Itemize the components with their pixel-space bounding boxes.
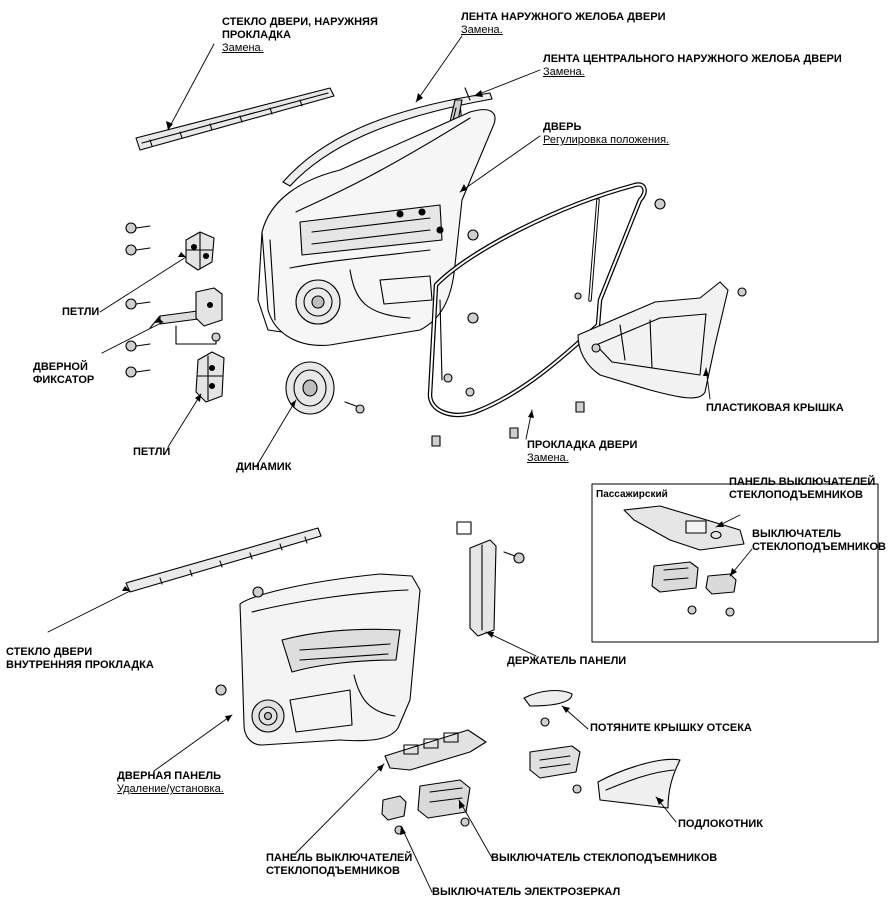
label-line: СТЕКЛОПОДЪЕМНИКОВ [729, 489, 863, 501]
label-action: Замена. [222, 42, 264, 54]
switch-panel-part [384, 729, 487, 771]
label-line: ПРОКЛАДКА [222, 29, 291, 41]
label-center-channel: ЛЕНТА ЦЕНТРАЛЬНОГО НАРУЖНОГО ЖЕЛОБА ДВЕР… [543, 53, 842, 79]
label-line: ЛЕНТА НАРУЖНОГО ЖЕЛОБА ДВЕРИ [461, 11, 666, 23]
label-line: ФИКСАТОР [33, 374, 95, 386]
label-line: ПРОКЛАДКА ДВЕРИ [527, 439, 638, 451]
label-line: СТЕКЛО ДВЕРИ [6, 646, 93, 658]
mirror-switch-part [381, 795, 407, 821]
label-door-stop: ДВЕРНОЙ ФИКСАТОР [33, 361, 94, 387]
armrest-part [597, 758, 681, 809]
door-seal-part [427, 182, 647, 418]
label-hinges-lower: ПЕТЛИ [133, 446, 171, 458]
label-line: СТЕКЛОПОДЪЕМНИКОВ [752, 541, 886, 553]
label-line: СТЕКЛО ДВЕРИ, НАРУЖНЯЯ [222, 16, 378, 28]
label-outer-channel: ЛЕНТА НАРУЖНОГО ЖЕЛОБА ДВЕРИ Замена. [461, 11, 666, 37]
label-armrest: ПОДЛОКОТНИК [678, 818, 763, 830]
label-action: Замена. [461, 24, 503, 36]
label-line: ДВЕРЬ [543, 121, 582, 133]
window-switch-part [417, 779, 471, 819]
label-line: ДВЕРНАЯ ПАНЕЛЬ [117, 770, 222, 782]
label-mirror-switch: ВЫКЛЮЧАТЕЛЬ ЭЛЕКТРОЗЕРКАЛ [432, 886, 621, 898]
passenger-inset-box [591, 483, 879, 643]
lower-hinge-part [195, 351, 225, 403]
label-action: Регулировка положения. [543, 134, 670, 146]
fasteners [125, 198, 747, 835]
plastic-cover-part [577, 281, 729, 399]
speaker-part [285, 361, 335, 415]
label-line: СТЕКЛОПОДЪЕМНИКОВ [266, 865, 400, 877]
label-action: Замена. [543, 66, 585, 78]
label-line: ВЫКЛЮЧАТЕЛЬ [752, 528, 842, 540]
label-door-seal: ПРОКЛАДКА ДВЕРИ Замена. [527, 439, 637, 465]
label-line: ПАНЕЛЬ ВЫКЛЮЧАТЕЛЕЙ [266, 852, 413, 864]
door-checker-part [149, 287, 223, 345]
armrest-bracket-part [529, 745, 581, 779]
label-inset-switch-panel: ПАНЕЛЬ ВЫКЛЮЧАТЕЛЕЙ СТЕКЛОПОДЪЕМНИКОВ [729, 476, 875, 502]
label-inset-window-switch: ВЫКЛЮЧАТЕЛЬ СТЕКЛОПОДЪЕМНИКОВ [752, 528, 886, 554]
inset-title: Пассажирский [596, 489, 668, 500]
label-door: ДВЕРЬ Регулировка положения. [543, 121, 669, 147]
label-window-switch: ВЫКЛЮЧАТЕЛЬ СТЕКЛОПОДЪЕМНИКОВ [491, 852, 718, 864]
label-line: ДВЕРНОЙ [33, 361, 88, 373]
label-door-panel: ДВЕРНАЯ ПАНЕЛЬ Удаление/установка. [117, 770, 224, 796]
upper-hinge-part [185, 231, 215, 271]
label-line: ПАНЕЛЬ ВЫКЛЮЧАТЕЛЕЙ [729, 476, 876, 488]
leader-lines [47, 35, 753, 893]
label-action: Замена. [527, 452, 569, 464]
label-plastic-cover: ПЛАСТИКОВАЯ КРЫШКА [706, 402, 844, 414]
label-pocket-cover: ПОТЯНИТЕ КРЫШКУ ОТСЕКА [590, 722, 752, 734]
label-speaker: ДИНАМИК [236, 461, 292, 473]
door-trim-panel-part [239, 573, 421, 746]
inner-weatherstrip-part [125, 527, 322, 593]
outer-weatherstrip-part [135, 87, 335, 151]
panel-holder-part [456, 521, 497, 637]
label-line: ЛЕНТА ЦЕНТРАЛЬНОГО НАРУЖНОГО ЖЕЛОБА ДВЕР… [543, 53, 842, 65]
label-hinges-upper: ПЕТЛИ [62, 306, 100, 318]
label-switch-panel: ПАНЕЛЬ ВЫКЛЮЧАТЕЛЕЙ СТЕКЛОПОДЪЕМНИКОВ [266, 852, 412, 878]
label-line: ВНУТРЕННЯЯ ПРОКЛАДКА [6, 659, 154, 671]
door-shell-part [257, 109, 496, 346]
label-panel-holder: ДЕРЖАТЕЛЬ ПАНЕЛИ [507, 655, 627, 667]
leader-arrowheads [122, 90, 737, 835]
label-glass-inner-weatherstrip: СТЕКЛО ДВЕРИ ВНУТРЕННЯЯ ПРОКЛАДКА [6, 646, 154, 672]
label-action: Удаление/установка. [117, 783, 224, 795]
pocket-cover-part [523, 689, 573, 707]
label-glass-outer-weatherstrip: СТЕКЛО ДВЕРИ, НАРУЖНЯЯ ПРОКЛАДКА Замена. [222, 16, 378, 55]
